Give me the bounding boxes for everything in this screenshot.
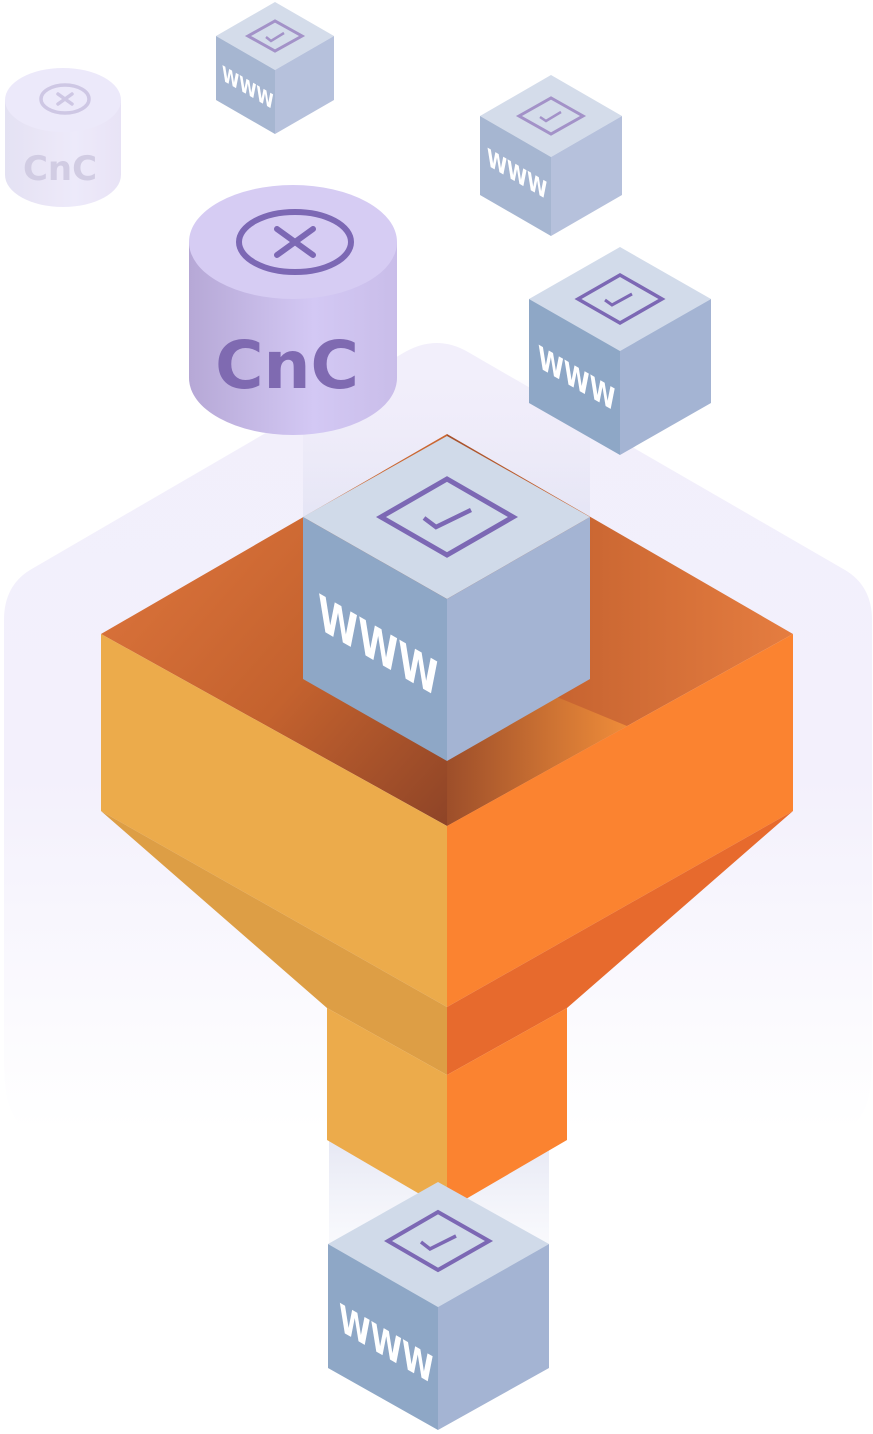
cnc-cylinder-faint: CnC	[5, 68, 121, 207]
www-cube-main: WWW	[303, 436, 590, 761]
check-badge-icon	[515, 96, 587, 136]
www-cube-output: WWW	[328, 1182, 549, 1430]
x-circle-icon	[39, 83, 91, 115]
www-cube: WWW	[529, 247, 711, 455]
x-circle-icon	[236, 209, 354, 275]
check-badge-icon	[375, 476, 519, 558]
cnc-cylinder: CnC	[189, 185, 397, 435]
check-badge-icon	[574, 272, 666, 326]
check-badge-icon	[244, 19, 306, 53]
cnc-label: CnC	[215, 327, 359, 404]
cnc-label: CnC	[23, 149, 97, 189]
www-cube: WWW	[480, 75, 622, 236]
www-cube: WWW	[216, 2, 334, 134]
check-badge-icon	[384, 1209, 494, 1273]
funnel	[101, 634, 793, 1210]
